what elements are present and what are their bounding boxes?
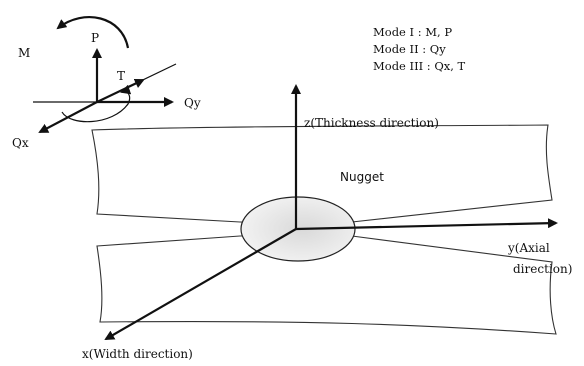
mode-1-label: Mode I : M, P (373, 25, 452, 39)
y-axis-arrow (295, 218, 558, 231)
t-label: T (117, 69, 125, 83)
moment-label: M (18, 46, 30, 60)
mode-2-label: Mode II : Qy (373, 42, 446, 56)
z-axis-label: z(Thickness direction) (304, 116, 439, 130)
moment-curved-arrow (56, 16, 130, 49)
p-label: P (91, 31, 99, 45)
t-arrow (96, 78, 145, 103)
upper-sheet (91, 124, 553, 223)
nugget-label: Nugget (340, 170, 384, 184)
x-axis-arrow (104, 228, 297, 341)
mode-3-label: Mode III : Qx, T (373, 59, 466, 73)
lower-sheet (96, 235, 557, 335)
x-axis-label: x(Width direction) (82, 347, 193, 361)
qy-label: Qy (184, 96, 201, 110)
y-axis-label-line1: y(Axial (507, 241, 550, 255)
qx-label: Qx (12, 136, 29, 150)
torsion-curved-arrow (61, 84, 132, 123)
y-axis-label-line2: direction) (513, 262, 572, 276)
qx-arrow (38, 101, 98, 133)
